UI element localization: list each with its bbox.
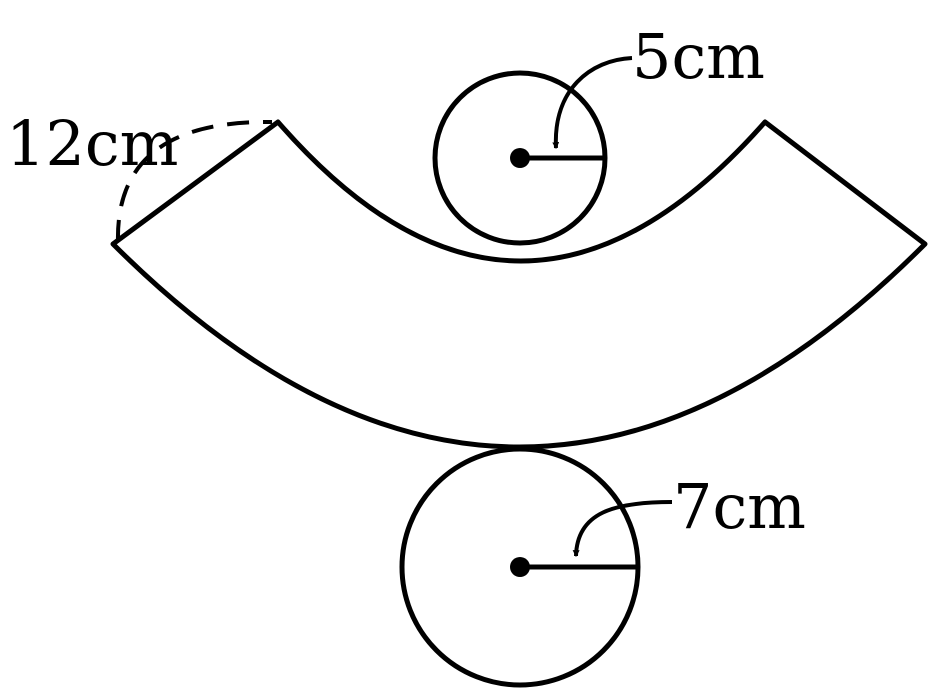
top-radius-label: 5cm <box>632 20 765 93</box>
bottom-radius-leader-arrow <box>572 500 673 558</box>
bottom-radius-label: 7cm <box>673 470 806 543</box>
slant-height-dashed-arc <box>115 119 273 243</box>
lateral-surface-annular-sector <box>110 119 928 450</box>
slant-height-label: 12cm <box>6 107 178 180</box>
top-radius-leader-arrow <box>552 56 633 150</box>
